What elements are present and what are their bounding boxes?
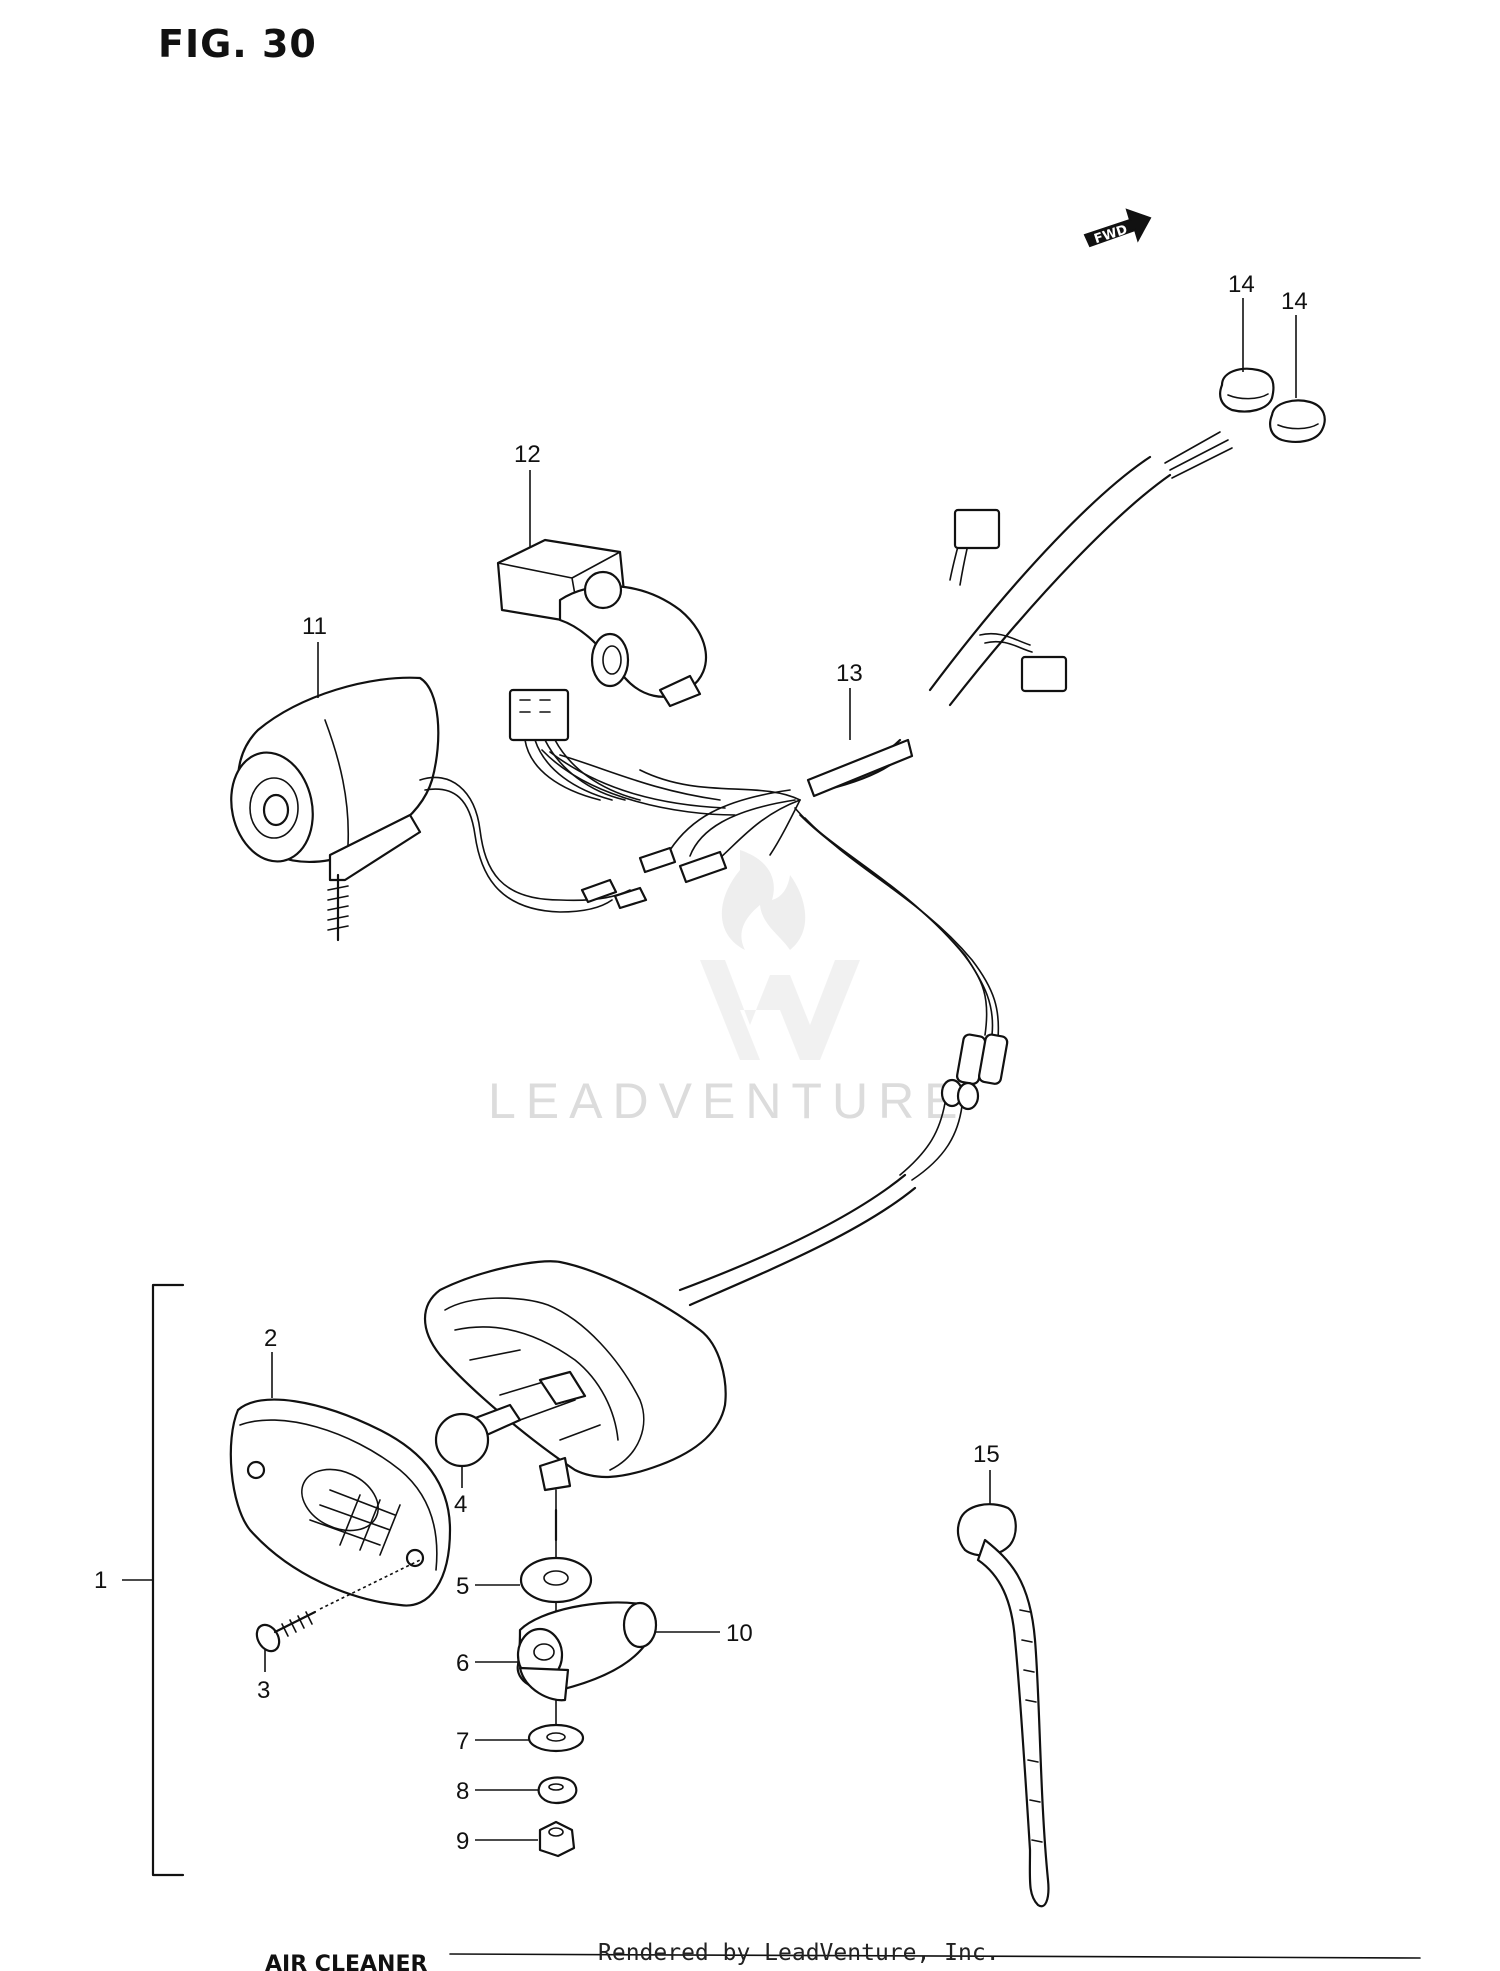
part-2-lens: [229, 1398, 452, 1607]
mount-hardware: [516, 1508, 658, 1858]
callout-labels: 1 2 3 4 5 6 7 8 9 10 11 12 13 14 14 15: [94, 271, 1308, 1855]
callout-13: 13: [836, 660, 863, 687]
bottom-caption: AIR CLEANER: [265, 1952, 1421, 1971]
part-3-screw: [255, 1559, 421, 1653]
taillight-housing: [423, 1260, 727, 1511]
footer-credit: Rendered by LeadVenture, Inc.: [598, 1940, 1000, 1966]
cropped-caption: AIR CLEANER: [265, 1952, 427, 1971]
callout-12: 12: [514, 441, 541, 468]
part-14-caps: [1219, 367, 1326, 443]
wiring-harness: [541, 431, 1233, 1307]
part-11-beeper: [230, 676, 648, 942]
callout-7: 7: [456, 1728, 469, 1755]
watermark-text: LEADVENTURE: [488, 1073, 968, 1129]
figure-title: FIG. 30: [158, 22, 317, 66]
watermark-logo-icon: [700, 850, 860, 1060]
fwd-arrow-icon: FWD: [1083, 208, 1152, 248]
part-12-relay: [496, 538, 708, 801]
callout-5: 5: [456, 1573, 469, 1600]
callout-6: 6: [456, 1650, 469, 1677]
watermark: LEADVENTURE: [488, 850, 968, 1129]
callout-4: 4: [454, 1491, 467, 1518]
part-15-cable-tie: [956, 1503, 1050, 1908]
callout-3: 3: [257, 1677, 270, 1704]
callout-15: 15: [973, 1441, 1000, 1468]
leader-lines: [264, 298, 1297, 1841]
part-1-bracket: [122, 1283, 185, 1877]
callout-11: 11: [302, 613, 327, 640]
callout-10: 10: [726, 1620, 753, 1647]
callout-8: 8: [456, 1778, 469, 1805]
fwd-label: FWD: [1092, 222, 1129, 247]
callout-2: 2: [264, 1325, 277, 1352]
callout-14-b: 14: [1281, 288, 1308, 315]
callout-9: 9: [456, 1828, 469, 1855]
callout-1: 1: [94, 1567, 107, 1594]
callout-14-a: 14: [1228, 271, 1255, 298]
